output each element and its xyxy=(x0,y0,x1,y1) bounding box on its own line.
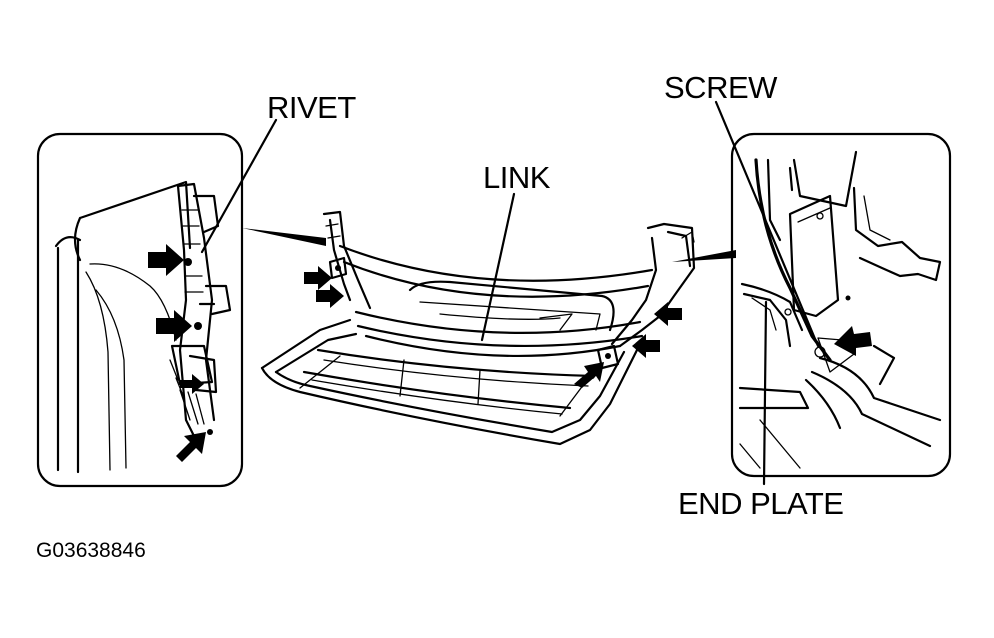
rivet-label: RIVET xyxy=(267,90,356,125)
screw-label: SCREW xyxy=(664,70,777,105)
solid-arrow-icon xyxy=(316,284,344,308)
left-detail-content xyxy=(54,180,232,474)
solid-arrow-icon xyxy=(156,310,192,342)
solid-arrow-icon xyxy=(304,266,332,290)
left-detail-frame xyxy=(36,132,244,488)
left-detail-panel xyxy=(36,132,244,488)
leader-line-link xyxy=(480,192,516,342)
solid-arrow-icon xyxy=(574,362,604,388)
right-detail-panel xyxy=(730,132,952,478)
solid-arrow-icon xyxy=(148,244,184,276)
solid-arrow-icon xyxy=(654,302,682,326)
detail-pointer-left xyxy=(242,228,326,246)
main-assembly xyxy=(260,210,696,446)
solid-arrow-icon xyxy=(834,326,872,356)
leader-line-rivet xyxy=(200,118,278,254)
right-detail-content xyxy=(738,150,942,469)
figure-code: G03638846 xyxy=(36,539,146,562)
leader-line-end-plate xyxy=(762,300,768,486)
detail-pointer-right xyxy=(672,250,736,262)
solid-arrow-icon xyxy=(176,432,206,462)
link-label: LINK xyxy=(483,160,550,195)
solid-arrow-icon xyxy=(632,334,660,358)
solid-arrow-icon xyxy=(180,374,204,394)
leader-line-screw xyxy=(714,100,820,348)
right-detail-frame xyxy=(730,132,952,478)
end-plate-label: END PLATE xyxy=(678,486,844,521)
